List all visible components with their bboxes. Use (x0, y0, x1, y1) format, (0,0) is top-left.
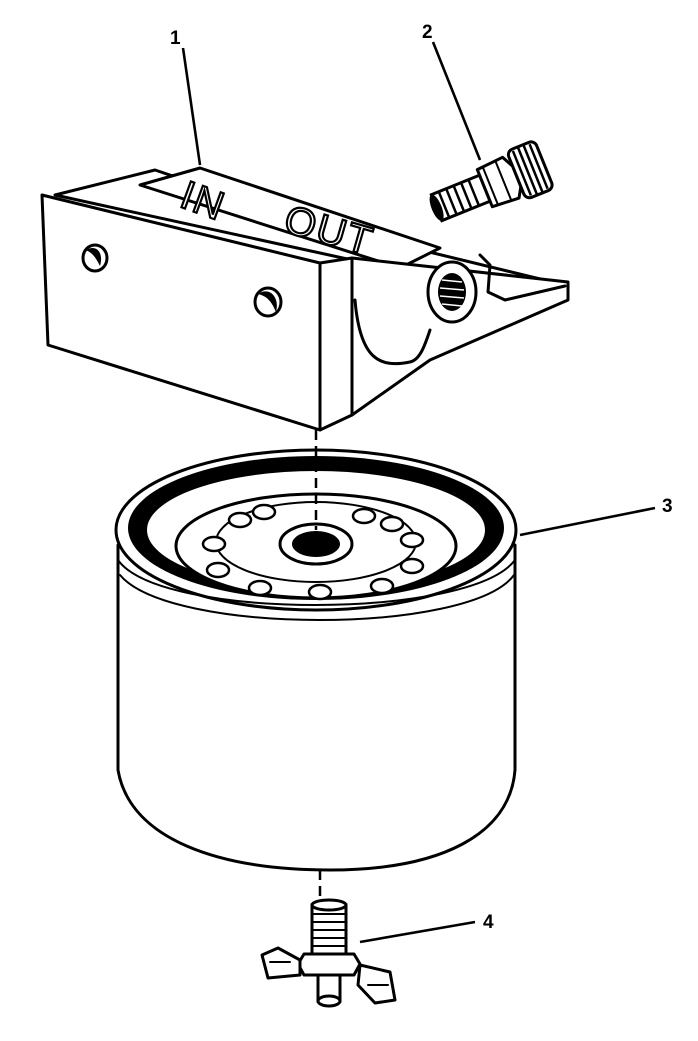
mounting-hole-right (253, 286, 283, 318)
callout-4: 4 (359, 912, 494, 944)
callout-1-label: 1 (170, 28, 181, 49)
callout-2: 2 (422, 22, 482, 161)
callout-2-label: 2 (422, 22, 433, 43)
callout-1: 1 (170, 28, 202, 166)
mounting-hole-left (81, 243, 109, 273)
callout-4-label: 4 (483, 912, 494, 933)
assembly-centerline (314, 430, 322, 905)
threaded-port (426, 260, 478, 324)
callout-3-label: 3 (662, 496, 673, 517)
fitting-part (429, 140, 554, 223)
callout-3: 3 (519, 496, 673, 537)
filter-inlet-holes (201, 503, 425, 601)
drain-valve (260, 898, 397, 1008)
filter-adapter-bracket: IN OUT (40, 166, 570, 432)
